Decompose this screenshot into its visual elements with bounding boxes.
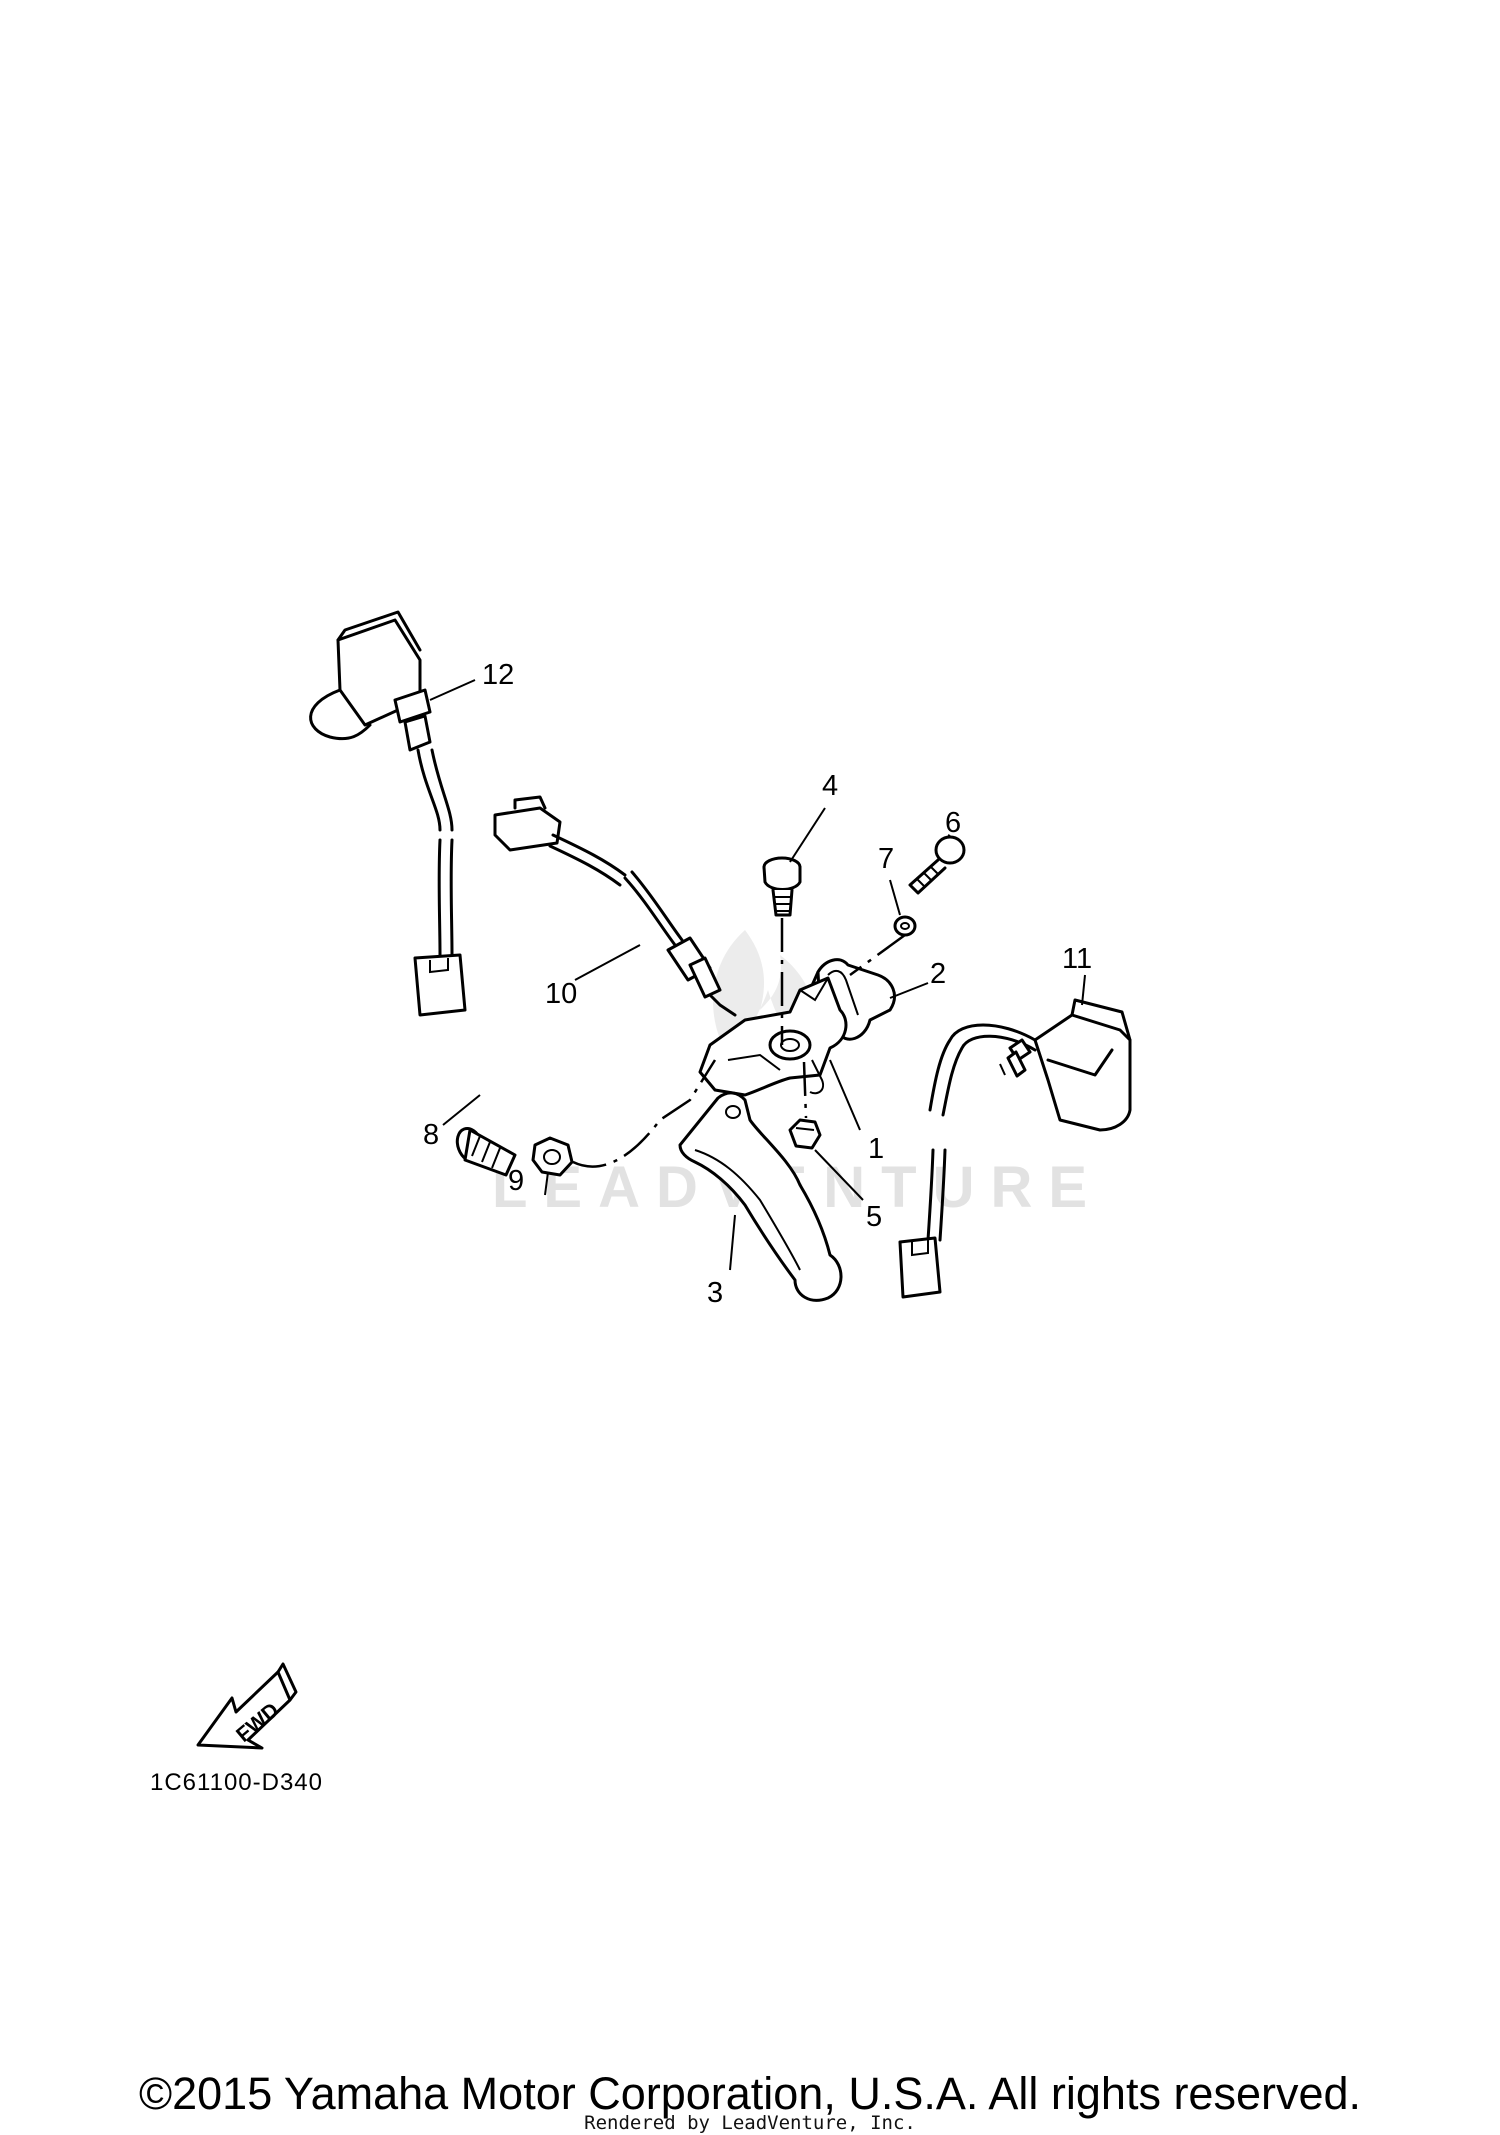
part-1-holder[interactable] <box>698 976 848 1097</box>
callout-9: 9 <box>508 1165 524 1197</box>
part-5-nut[interactable] <box>788 1118 822 1150</box>
callout-2: 2 <box>930 958 946 990</box>
part-6-bolt[interactable] <box>908 835 966 895</box>
leader-lines <box>429 679 1086 1271</box>
callout-10: 10 <box>545 978 577 1010</box>
callout-12: 12 <box>482 659 514 691</box>
diagram-code: 1C61100-D340 <box>150 1769 323 1796</box>
callout-5: 5 <box>866 1201 882 1233</box>
callout-7: 7 <box>878 843 894 875</box>
callouts: 1 2 3 4 5 6 7 8 9 10 11 12 <box>423 659 1092 1309</box>
part-8-adjuster[interactable] <box>453 1125 517 1177</box>
part-9-locknut[interactable] <box>531 1136 574 1177</box>
callout-6: 6 <box>945 807 961 839</box>
assembly-lines <box>572 918 906 1168</box>
part-3-lever[interactable] <box>678 1091 843 1302</box>
callout-11: 11 <box>1062 943 1092 975</box>
part-10-cable[interactable] <box>493 795 737 1017</box>
callout-3: 3 <box>707 1277 723 1309</box>
copyright-notice: ©2015 Yamaha Motor Corporation, U.S.A. A… <box>138 2068 1362 2119</box>
part-11-switch[interactable] <box>898 998 1132 1299</box>
callout-8: 8 <box>423 1119 439 1151</box>
rendered-by-notice: Rendered by LeadVenture, Inc. <box>584 2112 916 2134</box>
part-7-washer[interactable] <box>893 915 917 937</box>
callout-4: 4 <box>822 770 838 802</box>
callout-1: 1 <box>868 1133 884 1165</box>
part-12-switch[interactable] <box>309 610 467 1017</box>
fwd-arrow-icon: FWD <box>196 1662 298 1750</box>
part-4-bolt[interactable] <box>762 856 802 917</box>
